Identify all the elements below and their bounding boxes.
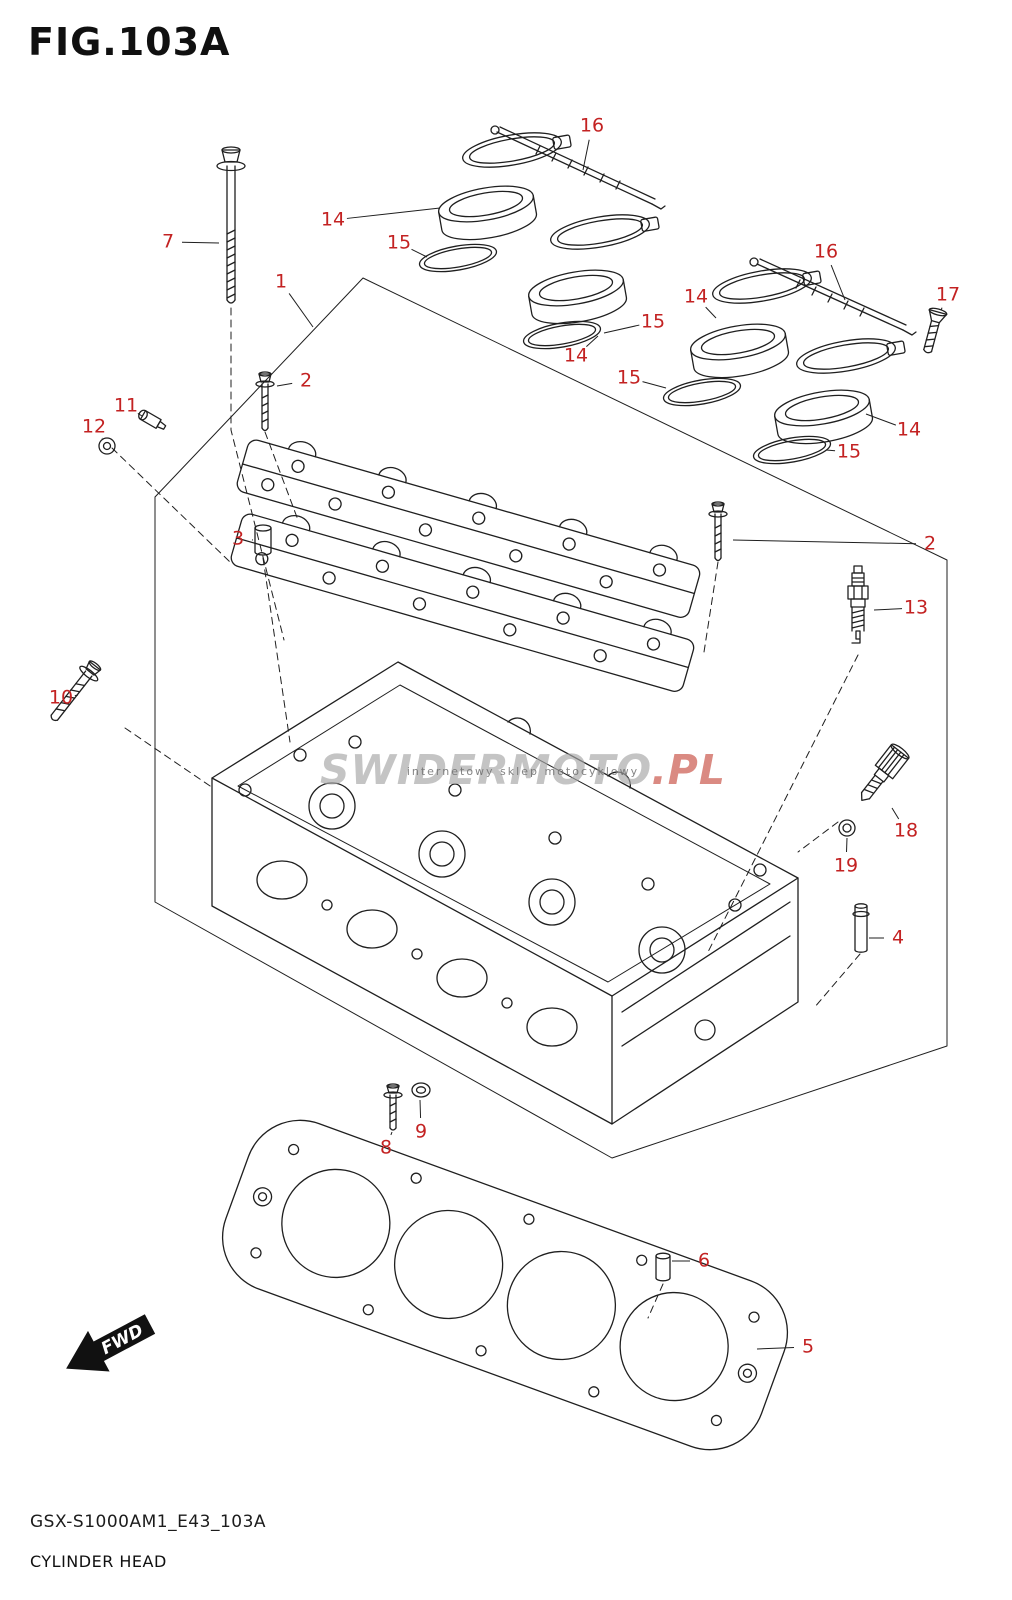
figure-title: FIG.103A <box>28 20 231 64</box>
assembly-outline-box <box>154 277 948 1159</box>
callout-9: 9 <box>414 1120 428 1143</box>
washer-12 <box>98 437 116 455</box>
cam-holder-strip-2 <box>228 500 700 695</box>
sensor-18 <box>860 743 910 802</box>
flange-bolt-2a <box>255 371 275 432</box>
head-bolt-7 <box>216 146 246 304</box>
callout-17: 17 <box>935 283 961 306</box>
intake-clamp-group <box>416 124 917 470</box>
callout-15: 15 <box>836 440 862 463</box>
callout-19: 19 <box>833 854 859 877</box>
callout-11: 11 <box>113 394 139 417</box>
callout-14: 14 <box>320 208 346 231</box>
washer-19 <box>838 819 856 837</box>
alignment-dashed-lines <box>111 307 861 1319</box>
callout-14: 14 <box>683 285 709 308</box>
callout-2: 2 <box>923 532 937 555</box>
callout-8: 8 <box>379 1136 393 1159</box>
callout-16: 16 <box>579 114 605 137</box>
callout-13: 13 <box>903 596 929 619</box>
callout-14: 14 <box>563 344 589 367</box>
cylinder-head-body <box>211 661 799 1125</box>
spark-plug-13 <box>847 565 869 644</box>
callout-14: 14 <box>896 418 922 441</box>
head-gasket-5 <box>221 1119 789 1451</box>
callout-1: 1 <box>274 270 288 293</box>
callout-18: 18 <box>893 819 919 842</box>
screw-17 <box>923 307 948 354</box>
footer-model-code: GSX-S1000AM1_E43_103A <box>30 1512 267 1532</box>
fwd-arrow: FWD <box>66 1314 156 1372</box>
clamp-screw-16a <box>490 125 666 210</box>
cam-holder-strip-1 <box>234 426 706 621</box>
callout-4: 4 <box>891 926 905 949</box>
callout-7: 7 <box>161 230 175 253</box>
callout-6: 6 <box>697 1249 711 1272</box>
callout-10: 10 <box>48 686 74 709</box>
callout-15: 15 <box>386 231 412 254</box>
flange-bolt-2b <box>708 501 728 562</box>
callout-15: 15 <box>640 310 666 333</box>
footer-caption: CYLINDER HEAD <box>30 1552 167 1571</box>
callout-5: 5 <box>801 1335 815 1358</box>
valve-guide-4 <box>852 903 870 953</box>
callout-12: 12 <box>81 415 107 438</box>
flange-bolt-10 <box>50 660 102 722</box>
dowel-pin-3 <box>254 524 272 556</box>
dowel-pin-6 <box>655 1252 671 1282</box>
callout-16: 16 <box>813 240 839 263</box>
callout-15: 15 <box>616 366 642 389</box>
washer-9 <box>411 1082 431 1098</box>
callout-3: 3 <box>231 527 245 550</box>
union-11 <box>138 409 167 430</box>
callout-2: 2 <box>299 369 313 392</box>
bolt-8 <box>383 1083 403 1131</box>
